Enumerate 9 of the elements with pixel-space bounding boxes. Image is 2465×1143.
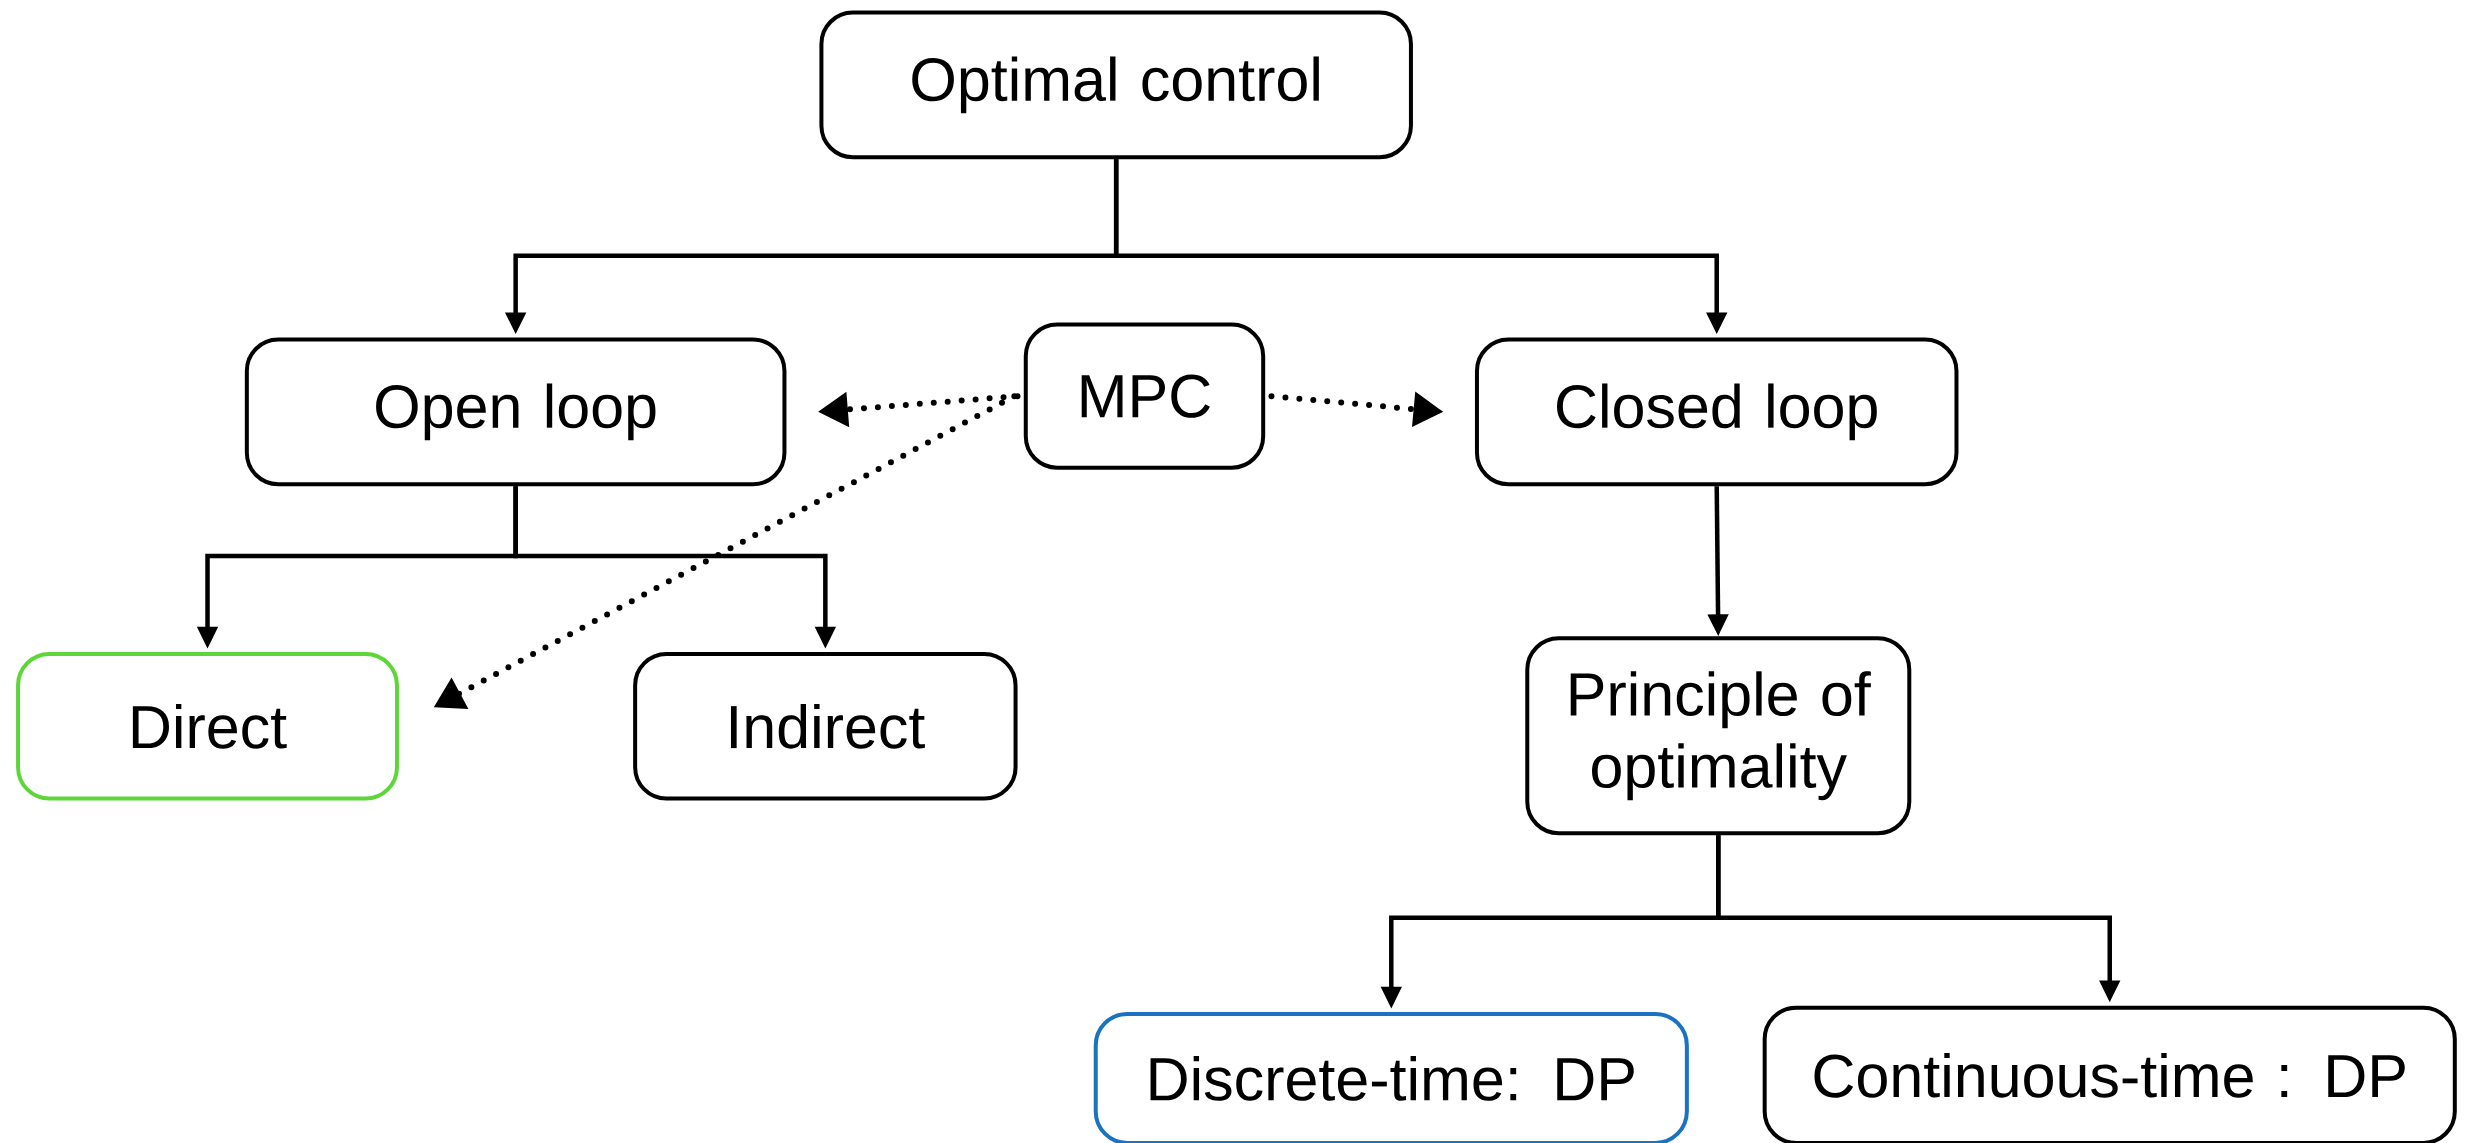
process-box: Principle of optimality <box>1525 636 1912 836</box>
process-box: Closed loop <box>1474 337 1959 487</box>
process-box: Open loop <box>244 337 787 487</box>
process-box: Optimal control <box>819 10 1413 160</box>
process-box: Discrete-time: DP <box>1093 1012 1689 1143</box>
process-box: Indirect <box>633 652 1018 801</box>
process-box: Continuous-time : DP <box>1762 1005 2457 1143</box>
process-box: Direct <box>16 652 399 801</box>
process-box: MPC <box>1023 322 1266 470</box>
